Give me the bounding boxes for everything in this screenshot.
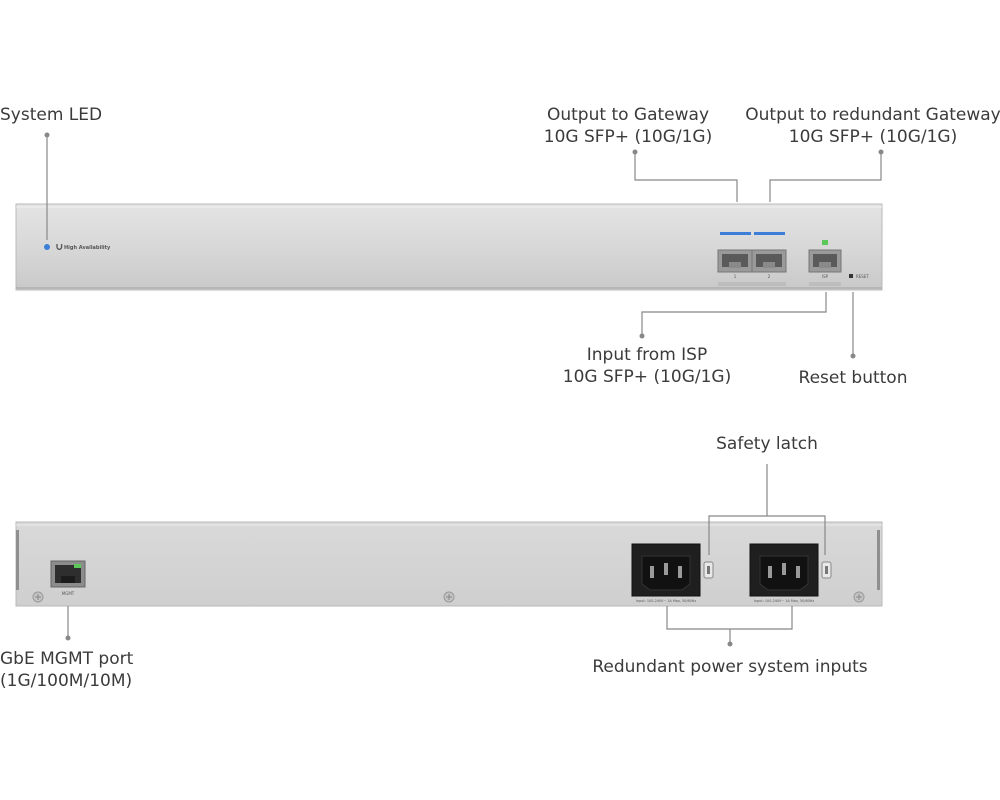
power-inlet-2[interactable]: Input: 100-240V~ 1A Max, 50/60Hz — [749, 543, 819, 603]
mgmt-port-label: MGMT — [62, 591, 75, 596]
callout-reset-button: Reset button — [798, 368, 908, 388]
mgmt-ethernet-port[interactable]: MGMT — [50, 560, 86, 596]
screw-icon — [32, 591, 44, 603]
front-panel: High Availability 1 2 ISP — [15, 203, 883, 291]
safety-latch-1[interactable] — [703, 561, 714, 579]
callout-output-gateway: Output to Gateway 10G SFP+ (10G/1G) — [544, 104, 712, 148]
power-inlet-1[interactable]: Input: 100-240V~ 1A Max, 50/60Hz — [631, 543, 701, 603]
brand-text: High Availability — [64, 245, 111, 251]
sfp-port-redundant[interactable]: 2 — [751, 249, 787, 286]
reset-button[interactable]: RESET — [849, 274, 869, 279]
screw-icon — [853, 591, 865, 603]
callout-mgmt-port-line1: GbE MGMT port — [0, 649, 134, 669]
sfp-port-isp[interactable]: ISP — [808, 249, 842, 286]
screw-icon — [443, 591, 455, 603]
ubiquiti-logo-icon — [56, 244, 63, 250]
sfp-port-gateway[interactable]: 1 — [717, 249, 753, 286]
system-led-icon — [44, 244, 50, 250]
power-rating-right: Input: 100-240V~ 1A Max, 50/60Hz — [754, 599, 814, 603]
callout-output-redundant-line2: 10G SFP+ (10G/1G) — [788, 127, 958, 147]
callout-output-redundant: Output to redundant Gateway 10G SFP+ (10… — [745, 104, 1000, 148]
callout-output-gateway-line2: 10G SFP+ (10G/1G) — [543, 127, 713, 147]
rear-leader-dots — [65, 635, 733, 647]
front-leader-dots — [44, 132, 884, 359]
sfp-port-gateway-number: 1 — [734, 274, 737, 279]
callout-output-gateway-line1: Output to Gateway — [546, 105, 710, 125]
rear-panel: MGMT Input: 100-240V~ 1A Max, 50/60Hz In… — [15, 521, 883, 607]
sfp-port-isp-label: ISP — [822, 274, 829, 279]
sfp-port-redundant-number: 2 — [768, 274, 771, 279]
callout-safety-latch: Safety latch — [716, 434, 818, 454]
callout-input-isp-line2: 10G SFP+ (10G/1G) — [562, 367, 732, 387]
isp-port-led — [822, 240, 828, 245]
callout-output-redundant-line1: Output to redundant Gateway — [745, 105, 1000, 125]
safety-latch-2[interactable] — [821, 561, 832, 579]
redundant-port-led — [754, 232, 785, 235]
power-rating-left: Input: 100-240V~ 1A Max, 50/60Hz — [636, 599, 696, 603]
callout-power-inputs: Redundant power system inputs — [592, 657, 868, 677]
callout-input-isp: Input from ISP 10G SFP+ (10G/1G) — [563, 344, 731, 388]
front-leader-lines — [46, 135, 882, 356]
reset-label: RESET — [856, 274, 869, 279]
callout-system-led: System LED — [0, 105, 103, 125]
callout-mgmt-port-line2: (1G/100M/10M) — [0, 671, 133, 691]
callout-input-isp-line1: Input from ISP — [586, 345, 708, 365]
callout-mgmt-port: GbE MGMT port (1G/100M/10M) — [0, 648, 133, 692]
gateway-port-led — [720, 232, 751, 235]
